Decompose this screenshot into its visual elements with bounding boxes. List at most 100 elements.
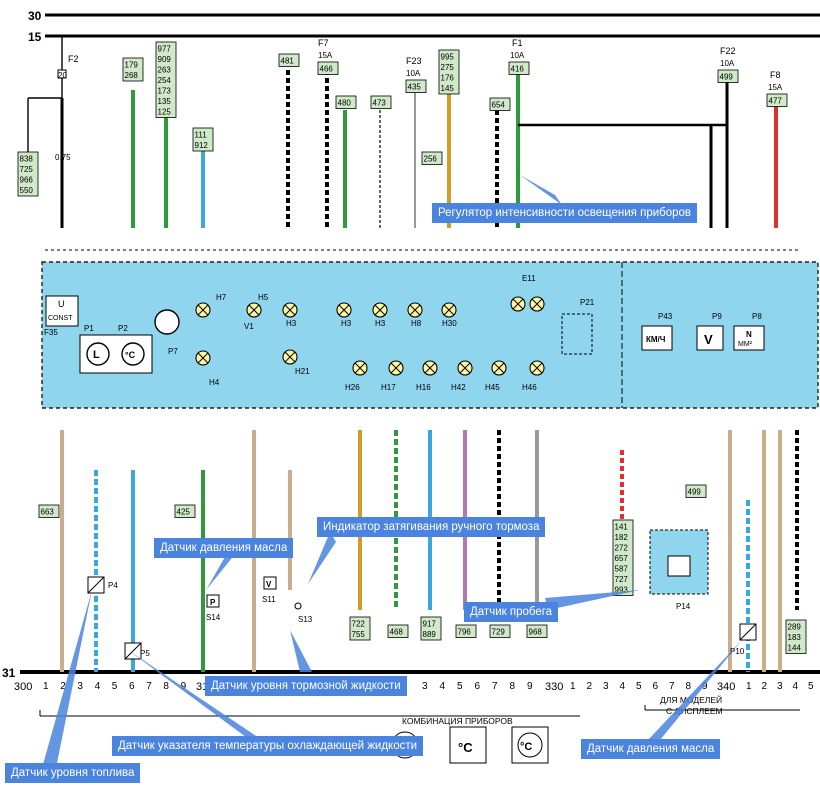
wire-number: 499 — [688, 488, 702, 497]
lamp-h7: H7 — [195, 293, 227, 318]
callout-coolant: Датчик указателя температуры охлаждающей… — [112, 736, 424, 756]
ground-pin: 4 — [95, 681, 101, 692]
ground-300: 300 — [14, 681, 32, 693]
callout-mileage: Датчик пробега — [464, 602, 559, 622]
wire-number: 995 — [441, 53, 455, 62]
p14-label: P14 — [676, 602, 691, 611]
callout-pointers — [42, 175, 742, 768]
p8-label: P8 — [752, 312, 762, 321]
ground-pin: 3 — [422, 681, 428, 692]
display-models-line2: С ДИСПЛЕЕМ — [666, 706, 723, 716]
ground-pin: 9 — [702, 681, 708, 692]
wire-number: 725 — [20, 165, 34, 174]
ground-pin: 7 — [146, 681, 152, 692]
ground-pin: 4 — [440, 681, 446, 692]
wire-number: 144 — [788, 644, 802, 653]
u-const-box — [45, 295, 79, 327]
wire-number: 912 — [195, 141, 209, 150]
wire-number: 466 — [320, 65, 334, 74]
wire-box-b466: 466 — [317, 61, 339, 75]
fuse-f1-amps: 10A — [510, 51, 525, 60]
supply-rails: 30 15 — [28, 9, 820, 44]
voltmeter-symbol: V — [704, 332, 713, 347]
wire-number: 268 — [125, 71, 139, 80]
wire-box-b435: 435 — [405, 79, 427, 93]
wire-number: 727 — [615, 575, 629, 584]
wire-number: 966 — [20, 176, 34, 185]
wire-boxes-top: 1792689779092632541731351251119124814664… — [122, 41, 788, 165]
lamp-label-h8: H8 — [411, 319, 422, 328]
s13-label: S13 — [298, 615, 313, 624]
fuse-f8-amps: 15A — [768, 83, 783, 92]
ground-pin: 9 — [527, 681, 533, 692]
lamp-label-h3a: H3 — [286, 319, 297, 328]
svg-text:L: L — [93, 349, 100, 361]
ground-pin: 5 — [636, 681, 642, 692]
lamp-label-h16: H16 — [416, 383, 431, 392]
wire-box-b499: 499 — [717, 69, 739, 83]
ground-pin: 5 — [808, 681, 814, 692]
ground-340: 340 — [717, 681, 735, 693]
lamp-h17: H17 — [381, 360, 404, 392]
wire-box-b654: 654 — [489, 97, 511, 111]
rail-30-label: 30 — [28, 9, 42, 23]
wire-number: 254 — [158, 76, 172, 85]
fuse-labels: F7 15A F23 10A F1 10A F22 10A F8 15A — [318, 38, 783, 92]
torque-unit: ММ² — [738, 341, 753, 348]
ground-pin: 7 — [669, 681, 675, 692]
ground-pin: 5 — [457, 681, 463, 692]
ground-pin: 3 — [777, 681, 783, 692]
wire-number: 275 — [441, 63, 455, 72]
ground-pin: 9 — [181, 681, 187, 692]
wire-number: 796 — [458, 628, 472, 637]
wire-number: 145 — [441, 84, 455, 93]
lamp-label-h21: H21 — [295, 367, 310, 376]
lamp-h16: H16 — [416, 360, 438, 392]
torque-n: N — [746, 330, 752, 339]
speedometer-box — [641, 325, 673, 351]
wire-number: 654 — [492, 101, 506, 110]
wire-number: 889 — [423, 630, 437, 639]
ground-pin: 8 — [686, 681, 692, 692]
wire-number: 550 — [20, 186, 34, 195]
fuse-f23-amps: 10A — [406, 69, 421, 78]
lamp-label-h42: H42 — [451, 383, 466, 392]
fuse-f23-id: F23 — [406, 56, 422, 66]
ground-pin: 3 — [603, 681, 609, 692]
p2-label: P2 — [118, 324, 128, 333]
callout-oil-pressure-left: Датчик давления масла — [154, 538, 294, 558]
svg-text:V: V — [266, 580, 272, 589]
speedometer-unit: КМ/Ч — [646, 335, 666, 344]
wire-box-b481: 481 — [278, 53, 300, 67]
ground-pin: 1 — [570, 681, 576, 692]
wire-number: 173 — [158, 87, 172, 96]
ground-330: 330 — [545, 681, 563, 693]
wire-number: 176 — [441, 74, 455, 83]
wire-number: 473 — [373, 99, 387, 108]
lamp-label-h5: H5 — [258, 293, 269, 302]
wire-number: 468 — [390, 628, 404, 637]
lamp-h42: H42 — [451, 360, 473, 392]
wire-box-b256: 256 — [421, 151, 443, 165]
rail-15-label: 15 — [28, 30, 42, 44]
wire-number: 657 — [615, 554, 629, 563]
wire-number: 909 — [158, 55, 172, 64]
u-const-text: CONST — [48, 315, 73, 322]
ground-pin: 8 — [510, 681, 516, 692]
lamp-h3c: H3 — [372, 302, 388, 328]
wire-box-b477: 477 — [766, 93, 788, 107]
lamp-h21: H21 — [282, 349, 310, 376]
fuse-f2-id: F2 — [68, 54, 79, 64]
wire-number: 587 — [615, 565, 629, 574]
p21-label: P21 — [580, 298, 595, 307]
wire-number: 838 — [20, 155, 34, 164]
